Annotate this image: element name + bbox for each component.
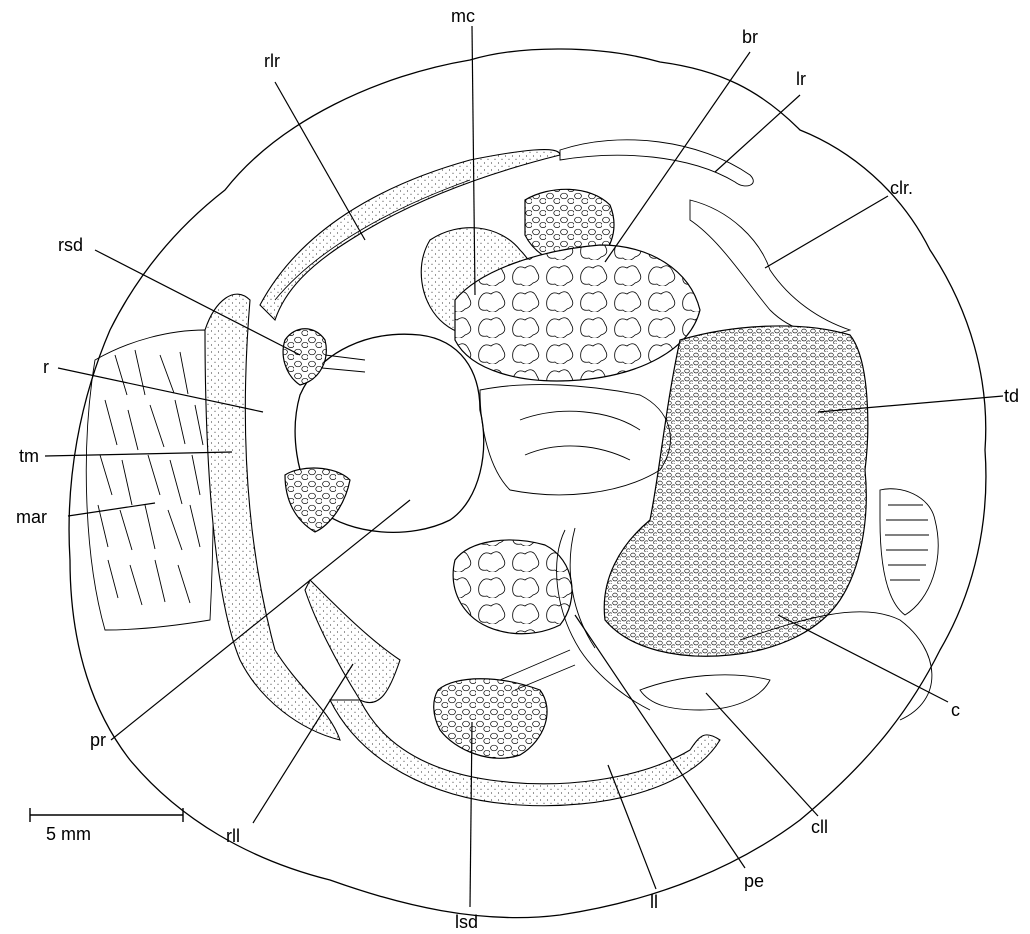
label-td: td: [1004, 386, 1019, 406]
label-ll: ll: [650, 892, 658, 912]
label-clr: clr.: [890, 178, 913, 198]
label-rll: rll: [226, 826, 240, 846]
rll-region: [305, 580, 400, 703]
cll-fold: [640, 675, 770, 710]
central-folds: [480, 385, 670, 495]
label-pe: pe: [744, 871, 764, 891]
c-stripes: [885, 505, 929, 580]
label-mc: mc: [451, 6, 475, 26]
c-structure: [880, 489, 938, 615]
label-mar: mar: [16, 507, 47, 527]
lobed-gland-lower: [453, 540, 572, 634]
label-br: br: [742, 27, 758, 47]
td-gland: [604, 326, 868, 656]
label-c: c: [951, 700, 960, 720]
label-tm: tm: [19, 446, 39, 466]
label-rlr: rlr: [264, 51, 280, 71]
central-folds-inner: [520, 411, 640, 460]
label-lr: lr: [796, 69, 806, 89]
label-cll: cll: [811, 817, 828, 837]
label-pr: pr: [90, 730, 106, 750]
mar-region: [86, 330, 213, 630]
label-r: r: [43, 357, 49, 377]
pe-duct-2: [570, 528, 595, 648]
scale-bar-label: 5 mm: [46, 824, 91, 844]
lsd-fan: [434, 679, 547, 758]
scale-bar: 5 mm: [30, 808, 183, 844]
clr-region: [690, 200, 850, 334]
label-lsd: lsd: [455, 912, 478, 932]
label-rsd: rsd: [58, 235, 83, 255]
